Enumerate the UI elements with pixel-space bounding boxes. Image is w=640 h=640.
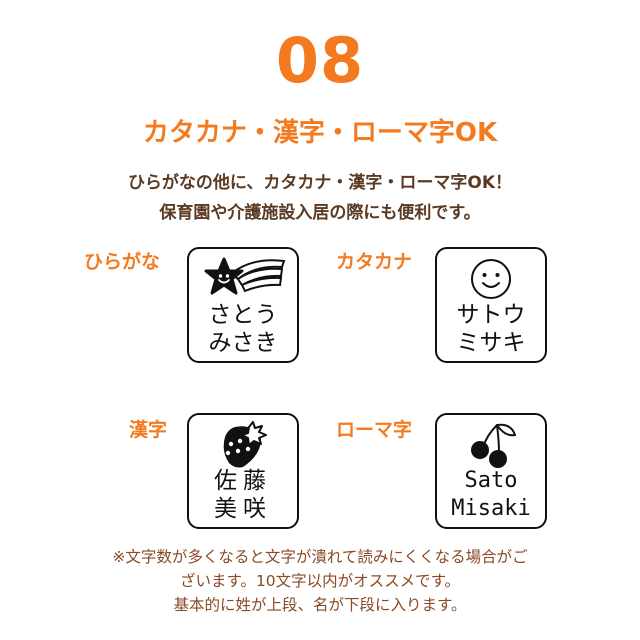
stamp-sample-romaji: Sato Misaki bbox=[435, 413, 547, 529]
label-romaji: ローマ字 bbox=[336, 419, 413, 441]
section-number: 08 bbox=[275, 24, 365, 97]
stamp-name-given: 美咲 bbox=[214, 496, 272, 522]
cherry-icon bbox=[437, 421, 545, 468]
stamp-sample-hiragana: さとう みさき bbox=[187, 247, 299, 363]
description: ひらがなの他に、カタカナ・漢字・ローマ字OK！ 保育園や介護施設入居の際にも便利… bbox=[0, 168, 640, 228]
stamp-name-given: みさき bbox=[208, 330, 278, 356]
strawberry-icon bbox=[189, 421, 297, 468]
stamp-name-surname: 佐藤 bbox=[214, 468, 272, 494]
stamp-name-surname: さとう bbox=[208, 302, 278, 328]
stamp-sample-katakana: サトウ ミサキ bbox=[435, 247, 547, 363]
stamp-name-surname: サトウ bbox=[456, 302, 526, 328]
footnote: ※文字数が多くなると文字が潰れて読みにくくなる場合がご ざいます。10文字以内が… bbox=[0, 545, 640, 617]
label-katakana: カタカナ bbox=[336, 251, 413, 273]
stamp-name-surname: Sato bbox=[464, 468, 518, 493]
headline: カタカナ・漢字・ローマ字OK bbox=[142, 118, 498, 148]
stamp-name-given: ミサキ bbox=[456, 330, 526, 356]
smiley-face-icon bbox=[437, 255, 545, 301]
footnote-line: ざいます。10文字以内がオススメです。 bbox=[179, 572, 461, 590]
label-hiragana: ひらがな bbox=[84, 251, 161, 273]
footnote-line: ※文字数が多くなると文字が潰れて読みにくくなる場合がご bbox=[112, 548, 528, 566]
stamp-sample-kanji: 佐藤 美咲 bbox=[187, 413, 299, 529]
description-line: ひらがなの他に、カタカナ・漢字・ローマ字OK！ bbox=[127, 173, 513, 193]
stamp-name-given: Misaki bbox=[451, 496, 531, 521]
footnote-line: 基本的に姓が上段、名が下段に入ります。 bbox=[173, 596, 467, 614]
shooting-star-icon bbox=[189, 255, 297, 301]
description-line: 保育園や介護施設入居の際にも便利です。 bbox=[159, 203, 481, 223]
label-kanji: 漢字 bbox=[129, 419, 168, 441]
